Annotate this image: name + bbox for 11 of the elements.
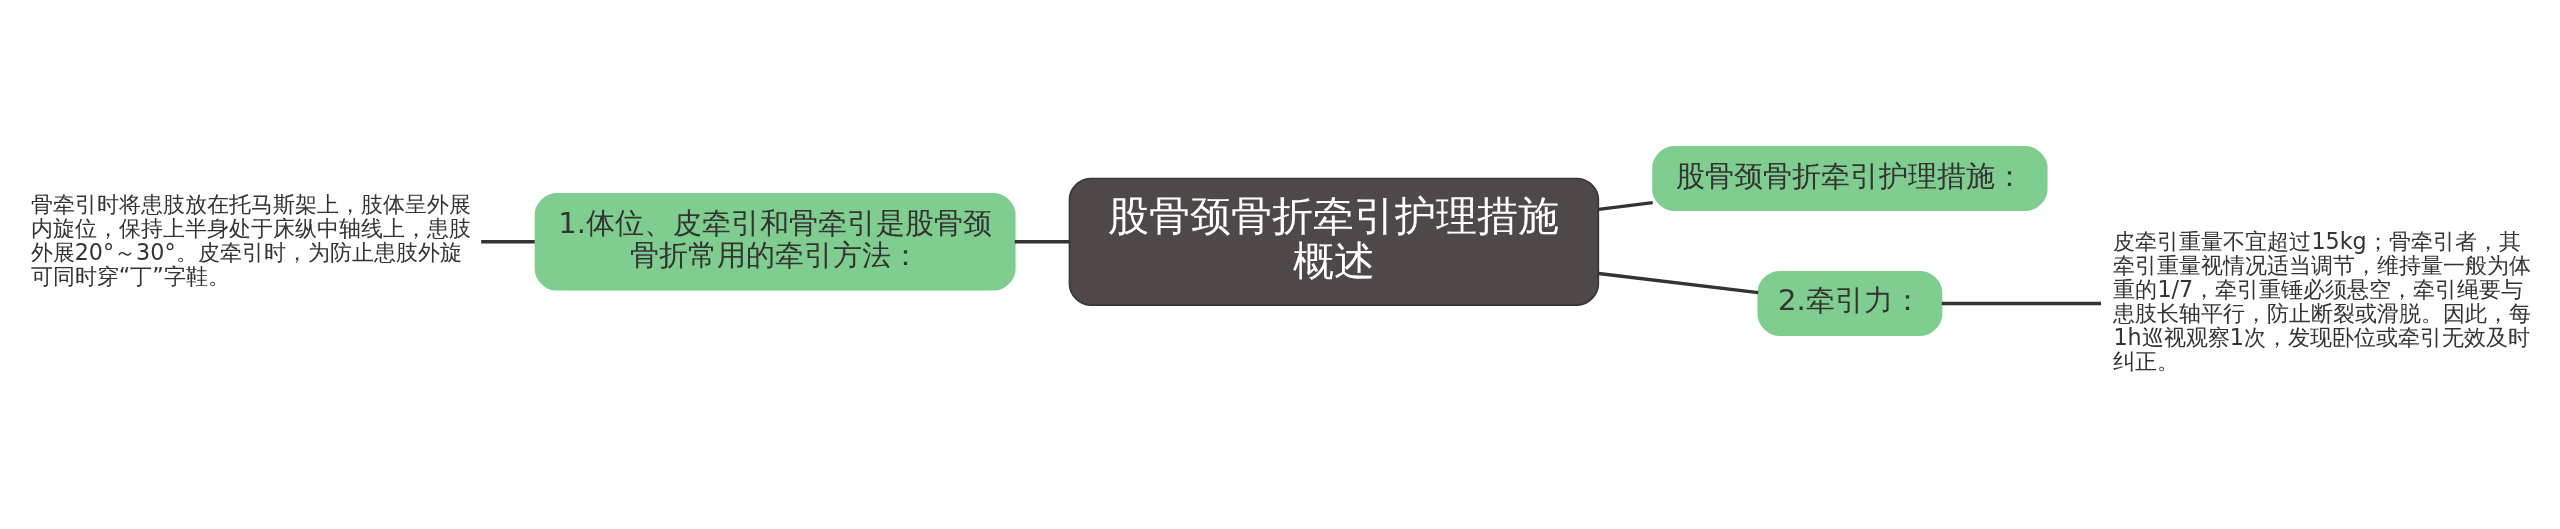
node-text: 骨牵引时将患肢放在托马斯架上，肢体呈外展内旋位，保持上半身处于床纵中轴线上，患肢外展20°～30°。皮牵引时，为防止患肢外旋可同时穿“丁”字鞋。 — [30, 190, 471, 289]
node-box: 2.牵引力： — [1757, 270, 1943, 336]
connector — [1941, 301, 2102, 306]
connector — [1598, 200, 1653, 212]
node-box: 股骨颈骨折牵引护理措施概述 — [1068, 177, 1600, 306]
connector — [1598, 271, 1759, 295]
node-box: 股骨颈骨折牵引护理措施： — [1652, 146, 2048, 211]
connector — [481, 240, 535, 244]
node-text: 皮牵引重量不宜超过15kg；骨牵引者，其牵引重量视情况适当调节，维持量一般为体重的1/7，牵引重锤必须悬空，牵引绳要与患肢长轴平行，防止断裂或滑脱。因此，每1h巡视观察1次，发现卧位或牵引无效及时纠正。 — [2113, 228, 2532, 375]
node-box: 1.体位、皮牵引和骨牵引是股骨颈骨折常用的牵引方法： — [534, 193, 1016, 291]
connector — [1014, 240, 1070, 244]
